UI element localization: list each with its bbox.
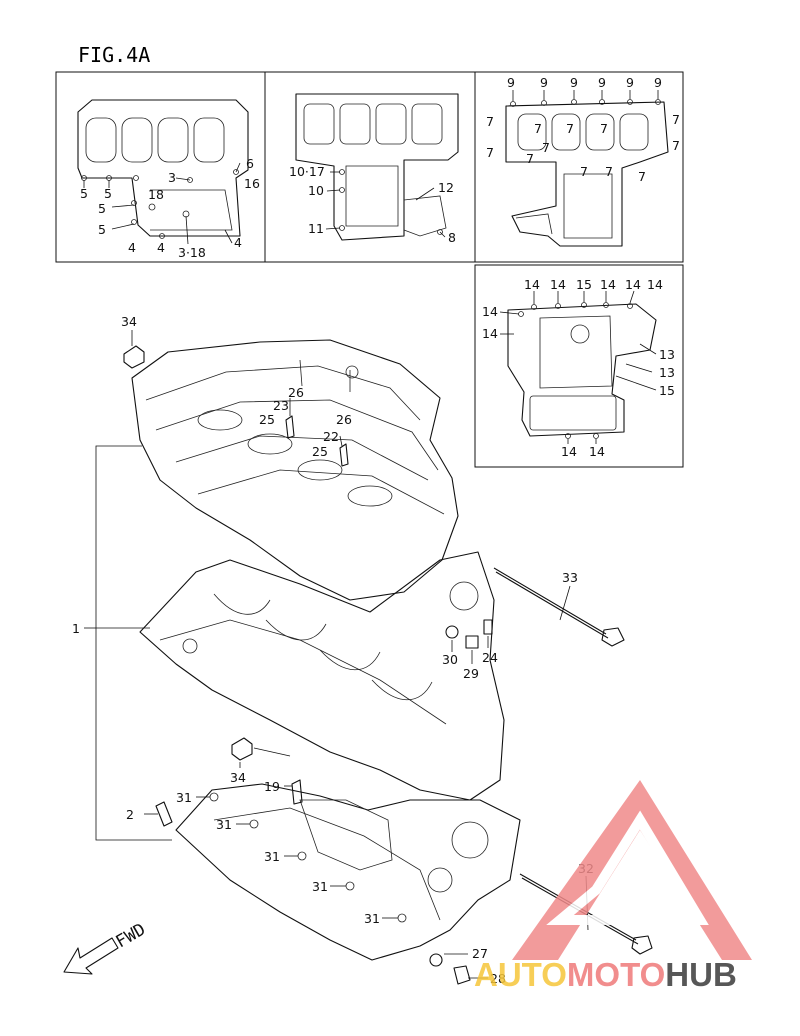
callout-label: 7	[486, 114, 494, 129]
lower-crankcase-drawing	[139, 551, 505, 801]
inset2-callouts: 10·17 10 11 12 8	[289, 164, 456, 245]
inset3-callouts: 9 9 9 9 9 9 7 7 7 7 7 7 7 7 7 7 7 7	[486, 75, 680, 184]
small-parts-drawing	[123, 345, 653, 985]
callout-label: 31	[176, 790, 192, 805]
callout-label: 9	[540, 75, 548, 90]
brand-part-moto: MOTO	[567, 956, 665, 993]
callout-label: 34	[121, 314, 137, 329]
callout-label: 26	[336, 412, 352, 427]
callout-label: 5	[80, 186, 88, 201]
callout-label: 25	[312, 444, 328, 459]
inset1-upper-case-drawing	[77, 99, 249, 239]
callout-label: 26	[288, 385, 304, 400]
callout-label: 31	[364, 911, 380, 926]
oil-pan-drawing	[175, 783, 521, 961]
callout-label: 2	[126, 807, 134, 822]
inset1-callouts: 5 5 5 5 3 6 16 18 4 4 3·18 4	[80, 156, 260, 260]
callout-label: 10	[308, 183, 324, 198]
callout-label: 7	[600, 121, 608, 136]
logo-triangle-icon	[512, 780, 752, 960]
callout-label: 14	[482, 326, 498, 341]
callout-label: 7	[526, 151, 534, 166]
callout-label: 8	[448, 230, 456, 245]
callout-label: 18	[148, 187, 164, 202]
upper-crankcase-drawing	[131, 339, 459, 601]
callout-label: 24	[482, 650, 498, 665]
callout-label: 13	[659, 365, 675, 380]
inset-frame-right	[474, 264, 684, 468]
callout-label: 31	[312, 879, 328, 894]
callout-label: 9	[507, 75, 515, 90]
inset3-bolt-pattern-drawing	[505, 99, 669, 247]
brand-wordmark: AUTOMOTOHUB	[474, 956, 737, 993]
main-callouts: 34 23 26 25 26 22 25 33 1 30 24 29 34 19…	[72, 314, 594, 986]
callout-label: 9	[598, 75, 606, 90]
callout-label: 6	[246, 156, 254, 171]
callout-label: 7	[486, 145, 494, 160]
callout-label: 9	[570, 75, 578, 90]
inset2-lower-case-drawing	[295, 93, 459, 241]
callout-label: 14	[561, 444, 577, 459]
callout-label: 15	[576, 277, 592, 292]
callout-label: 4	[234, 235, 242, 250]
callout-label: 7	[542, 140, 550, 155]
callout-label: 12	[438, 180, 454, 195]
callout-label: 9	[626, 75, 634, 90]
callout-label: 14	[524, 277, 540, 292]
callout-label: 15	[659, 383, 675, 398]
forward-direction-indicator: FWD	[63, 920, 149, 975]
callout-label: 7	[534, 121, 542, 136]
callout-label: 19	[264, 779, 280, 794]
callout-label: 7	[672, 112, 680, 127]
callout-label: 29	[463, 666, 479, 681]
callout-label: 14	[589, 444, 605, 459]
callout-label: 31	[216, 817, 232, 832]
logo-mark-icon	[546, 810, 709, 925]
brand-part-hub: HUB	[665, 956, 737, 993]
callout-label: 3·18	[178, 245, 206, 260]
callout-label: 14	[600, 277, 616, 292]
callout-label: 4	[128, 240, 136, 255]
callout-label: 5	[98, 222, 106, 237]
callout-label: 3	[168, 170, 176, 185]
callout-label: 7	[672, 138, 680, 153]
callout-label: 7	[638, 169, 646, 184]
brand-part-auto: AUTO	[474, 956, 567, 993]
callout-label: 5	[104, 186, 112, 201]
callout-label: 31	[264, 849, 280, 864]
callout-label: 25	[259, 412, 275, 427]
callout-label: 9	[654, 75, 662, 90]
callout-label: 34	[230, 770, 246, 785]
callout-label: 7	[566, 121, 574, 136]
callout-label: 28	[490, 971, 506, 986]
callout-label: 27	[472, 946, 488, 961]
callout-label: 30	[442, 652, 458, 667]
callout-label: 13	[659, 347, 675, 362]
figure-title: FIG.4A	[78, 43, 150, 67]
callout-label: 23	[273, 398, 289, 413]
callout-label: 14	[550, 277, 566, 292]
callout-label: 7	[580, 164, 588, 179]
callout-label: 33	[562, 570, 578, 585]
callout-label: 1	[72, 621, 80, 636]
forward-arrow-icon	[63, 937, 119, 975]
inset-frame-top	[55, 71, 684, 263]
callout-label: 5	[98, 201, 106, 216]
callout-label: 14	[482, 304, 498, 319]
callout-label: 14	[625, 277, 641, 292]
callout-label: 14	[647, 277, 663, 292]
callout-label: 10·17	[289, 164, 325, 179]
callout-label: 4	[157, 240, 165, 255]
callout-label: 16	[244, 176, 260, 191]
callout-label: 11	[308, 221, 324, 236]
inset4-bolt-pattern-drawing	[507, 302, 657, 439]
inset4-callouts: 14 14 15 14 14 14 14 14 13 13 15 14 14	[482, 277, 675, 459]
callout-label: 22	[323, 429, 339, 444]
callout-label: 7	[605, 164, 613, 179]
watermark-logo: AUTOMOTOHUB	[474, 780, 752, 993]
